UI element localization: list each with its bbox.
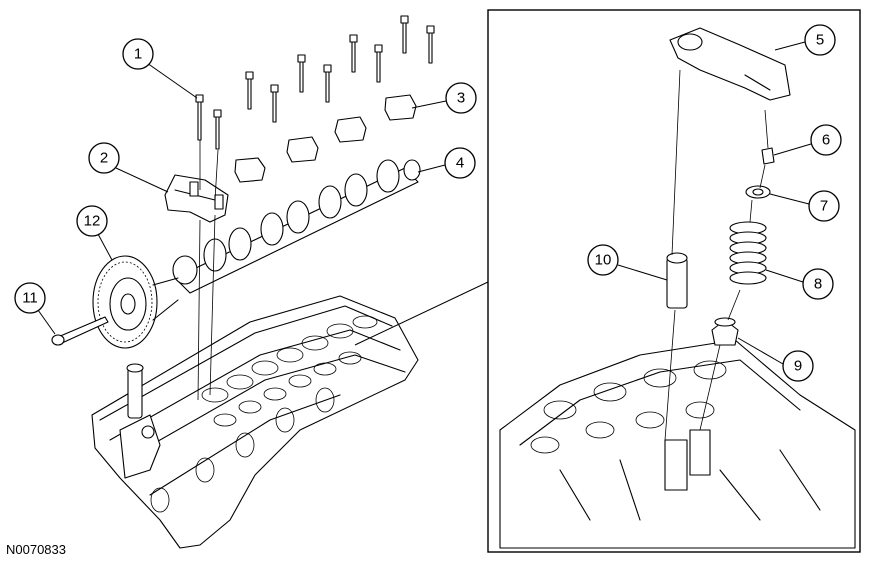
cap-bolts-drawing	[195, 15, 435, 150]
svg-text:4: 4	[456, 155, 464, 172]
callout-2: 2	[88, 142, 169, 193]
svg-text:6: 6	[822, 132, 830, 149]
callout-3: 3	[411, 82, 477, 114]
callout-5: 5	[774, 24, 836, 56]
camshaft-drawing	[172, 159, 421, 294]
svg-text:3: 3	[457, 90, 465, 107]
main-assembly-lines	[197, 140, 219, 401]
cam-sprocket-drawing	[92, 255, 179, 349]
bearing-caps-drawing	[234, 94, 417, 183]
figure-code: N0070833	[6, 542, 66, 557]
detail-assembly-lines	[664, 69, 769, 441]
cylinder-head-drawing	[91, 295, 419, 549]
lash-adjuster-drawing	[666, 252, 688, 309]
svg-text:8: 8	[814, 276, 822, 293]
detail-head-drawing	[499, 339, 856, 549]
callout-11: 11	[14, 282, 56, 335]
svg-text:11: 11	[22, 290, 38, 307]
svg-text:5: 5	[816, 32, 824, 49]
sprocket-bolt-drawing	[51, 316, 109, 346]
rocker-arm-drawing	[669, 27, 791, 101]
thrust-bearing-cap-drawing	[164, 174, 229, 223]
callout-12: 12	[76, 205, 113, 261]
valve-seal-drawing	[711, 317, 739, 346]
svg-text:10: 10	[595, 252, 612, 269]
svg-text:1: 1	[134, 46, 142, 63]
svg-text:7: 7	[820, 198, 828, 215]
callout-9: 9	[737, 337, 814, 382]
callout-7: 7	[769, 190, 840, 222]
detail-leader-line	[354, 281, 489, 346]
valve-keepers-drawing	[761, 147, 775, 165]
svg-text:9: 9	[794, 358, 802, 375]
svg-text:12: 12	[84, 213, 101, 230]
callout-4: 4	[417, 147, 476, 179]
valve-spring-drawing	[729, 221, 767, 285]
svg-text:2: 2	[100, 150, 108, 167]
callout-1: 1	[122, 38, 198, 99]
callout-6: 6	[773, 124, 842, 156]
callout-8: 8	[765, 268, 834, 300]
spring-retainer-drawing	[745, 185, 771, 199]
callout-10: 10	[587, 244, 668, 281]
